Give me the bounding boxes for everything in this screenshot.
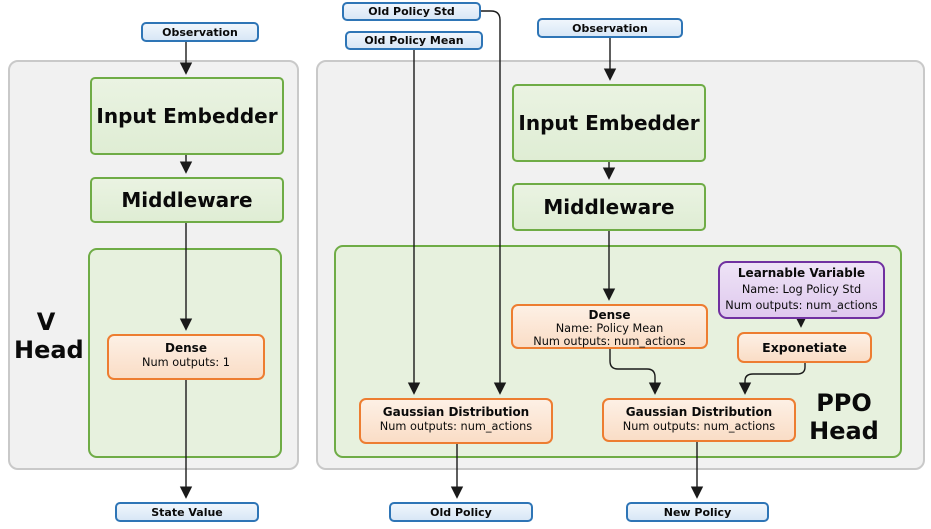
input-embedder-left: Input Embedder — [90, 77, 284, 155]
dense-title-left: Dense — [165, 341, 207, 355]
ppo-head-title: PPO Head — [806, 389, 882, 445]
learnable-variable-node: Learnable Variable Name: Log Policy Std … — [718, 261, 885, 319]
middleware-left: Middleware — [90, 177, 284, 223]
arrow-dense-to-gaussian-new — [609, 349, 662, 395]
old-policy-mean-label: Old Policy Mean — [364, 34, 464, 47]
arrow-old-policy-std-to-gaussian-old — [481, 10, 507, 395]
old-policy-std-input: Old Policy Std — [342, 2, 481, 21]
learnable-variable-title: Learnable Variable — [737, 266, 866, 280]
old-policy-mean-input: Old Policy Mean — [345, 31, 483, 50]
observation-label-right: Observation — [572, 21, 648, 35]
ppo-head-title-line2: Head — [809, 417, 879, 445]
exponetiate-node: Exponetiate — [737, 332, 872, 363]
input-embedder-label-left: Input Embedder — [96, 104, 278, 128]
dense-policy-mean-node: Dense Name: Policy Mean Num outputs: num… — [511, 304, 708, 349]
old-policy-output: Old Policy — [389, 502, 533, 522]
middleware-right: Middleware — [512, 183, 706, 231]
middleware-label-left: Middleware — [121, 188, 253, 212]
v-head-title: V Head — [14, 308, 84, 364]
new-policy-label: New Policy — [663, 505, 732, 519]
gaussian-distribution-new-node: Gaussian Distribution Num outputs: num_a… — [602, 398, 796, 442]
arrow-exponetiate-to-gaussian-new — [738, 363, 806, 395]
state-value-label: State Value — [151, 505, 223, 519]
learnable-variable-name: Name: Log Policy Std — [741, 283, 862, 296]
state-value-output: State Value — [115, 502, 259, 522]
observation-input-right: Observation — [537, 18, 683, 38]
dense-node-left: Dense Num outputs: 1 — [107, 334, 265, 380]
input-embedder-label-right: Input Embedder — [518, 111, 700, 135]
dense-policy-mean-title: Dense — [588, 308, 631, 322]
v-head-title-line1: V — [36, 308, 56, 336]
input-embedder-right: Input Embedder — [512, 84, 706, 162]
gaussian-old-outputs: Num outputs: num_actions — [379, 420, 533, 433]
old-policy-label: Old Policy — [430, 505, 492, 519]
ppo-head-title-line1: PPO — [816, 389, 872, 417]
observation-label-left: Observation — [162, 25, 238, 39]
gaussian-old-title: Gaussian Distribution — [382, 405, 530, 419]
exponetiate-label: Exponetiate — [762, 340, 847, 355]
v-head-title-line2: Head — [14, 336, 84, 364]
observation-input-left: Observation — [141, 22, 259, 42]
gaussian-new-outputs: Num outputs: num_actions — [622, 420, 776, 433]
dense-policy-mean-outputs: Num outputs: num_actions — [533, 335, 686, 348]
gaussian-new-title: Gaussian Distribution — [625, 405, 773, 419]
gaussian-distribution-old-node: Gaussian Distribution Num outputs: num_a… — [359, 398, 553, 444]
dense-policy-mean-name: Name: Policy Mean — [555, 322, 664, 335]
dense-outputs-left: Num outputs: 1 — [142, 356, 230, 369]
old-policy-std-label: Old Policy Std — [368, 5, 455, 18]
new-policy-output: New Policy — [626, 502, 769, 522]
learnable-variable-outputs: Num outputs: num_actions — [725, 299, 878, 312]
middleware-label-right: Middleware — [543, 195, 675, 219]
